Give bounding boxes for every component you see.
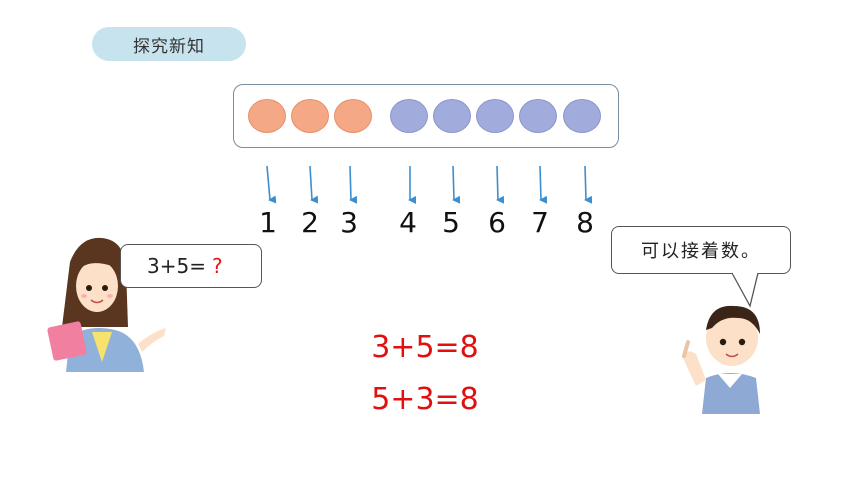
- blue-counter: [433, 99, 471, 133]
- arrow-8: [584, 165, 593, 204]
- count-number: 7: [531, 206, 549, 239]
- boy-speech: 可以接着数。: [641, 241, 761, 262]
- blue-counter: [519, 99, 557, 133]
- count-number: 4: [399, 206, 417, 239]
- blue-counter: [390, 99, 428, 133]
- question-mark: ?: [211, 254, 223, 278]
- orange-counter: [248, 99, 286, 133]
- arrow-2: [309, 165, 319, 204]
- count-number: 3: [340, 206, 358, 239]
- girl-speech-bubble: 3+5= ?: [120, 244, 262, 288]
- orange-counter: [334, 99, 372, 133]
- counters-panel: [233, 84, 619, 148]
- girl-expression: 3+5=: [147, 254, 206, 278]
- orange-counter: [291, 99, 329, 133]
- count-number: 6: [488, 206, 506, 239]
- arrow-1: [266, 165, 277, 204]
- arrow-6: [496, 165, 505, 204]
- arrow-3: [349, 165, 358, 204]
- equation-1: 3+5=8: [371, 330, 479, 365]
- blue-counter: [476, 99, 514, 133]
- blue-counter: [563, 99, 601, 133]
- section-tag: 探究新知: [92, 27, 246, 61]
- boy-illustration: [682, 305, 760, 414]
- count-number: 8: [576, 206, 594, 239]
- arrow-5: [452, 165, 461, 204]
- count-number: 5: [442, 206, 460, 239]
- equation-2: 5+3=8: [371, 382, 479, 417]
- arrow-7: [539, 165, 548, 204]
- boy-speech-bubble: 可以接着数。: [611, 226, 791, 274]
- count-number: 2: [301, 206, 319, 239]
- girl-illustration: [47, 237, 166, 372]
- section-tag-label: 探究新知: [133, 36, 205, 57]
- speech-bubble-tail: [731, 272, 759, 308]
- count-number: 1: [259, 206, 277, 239]
